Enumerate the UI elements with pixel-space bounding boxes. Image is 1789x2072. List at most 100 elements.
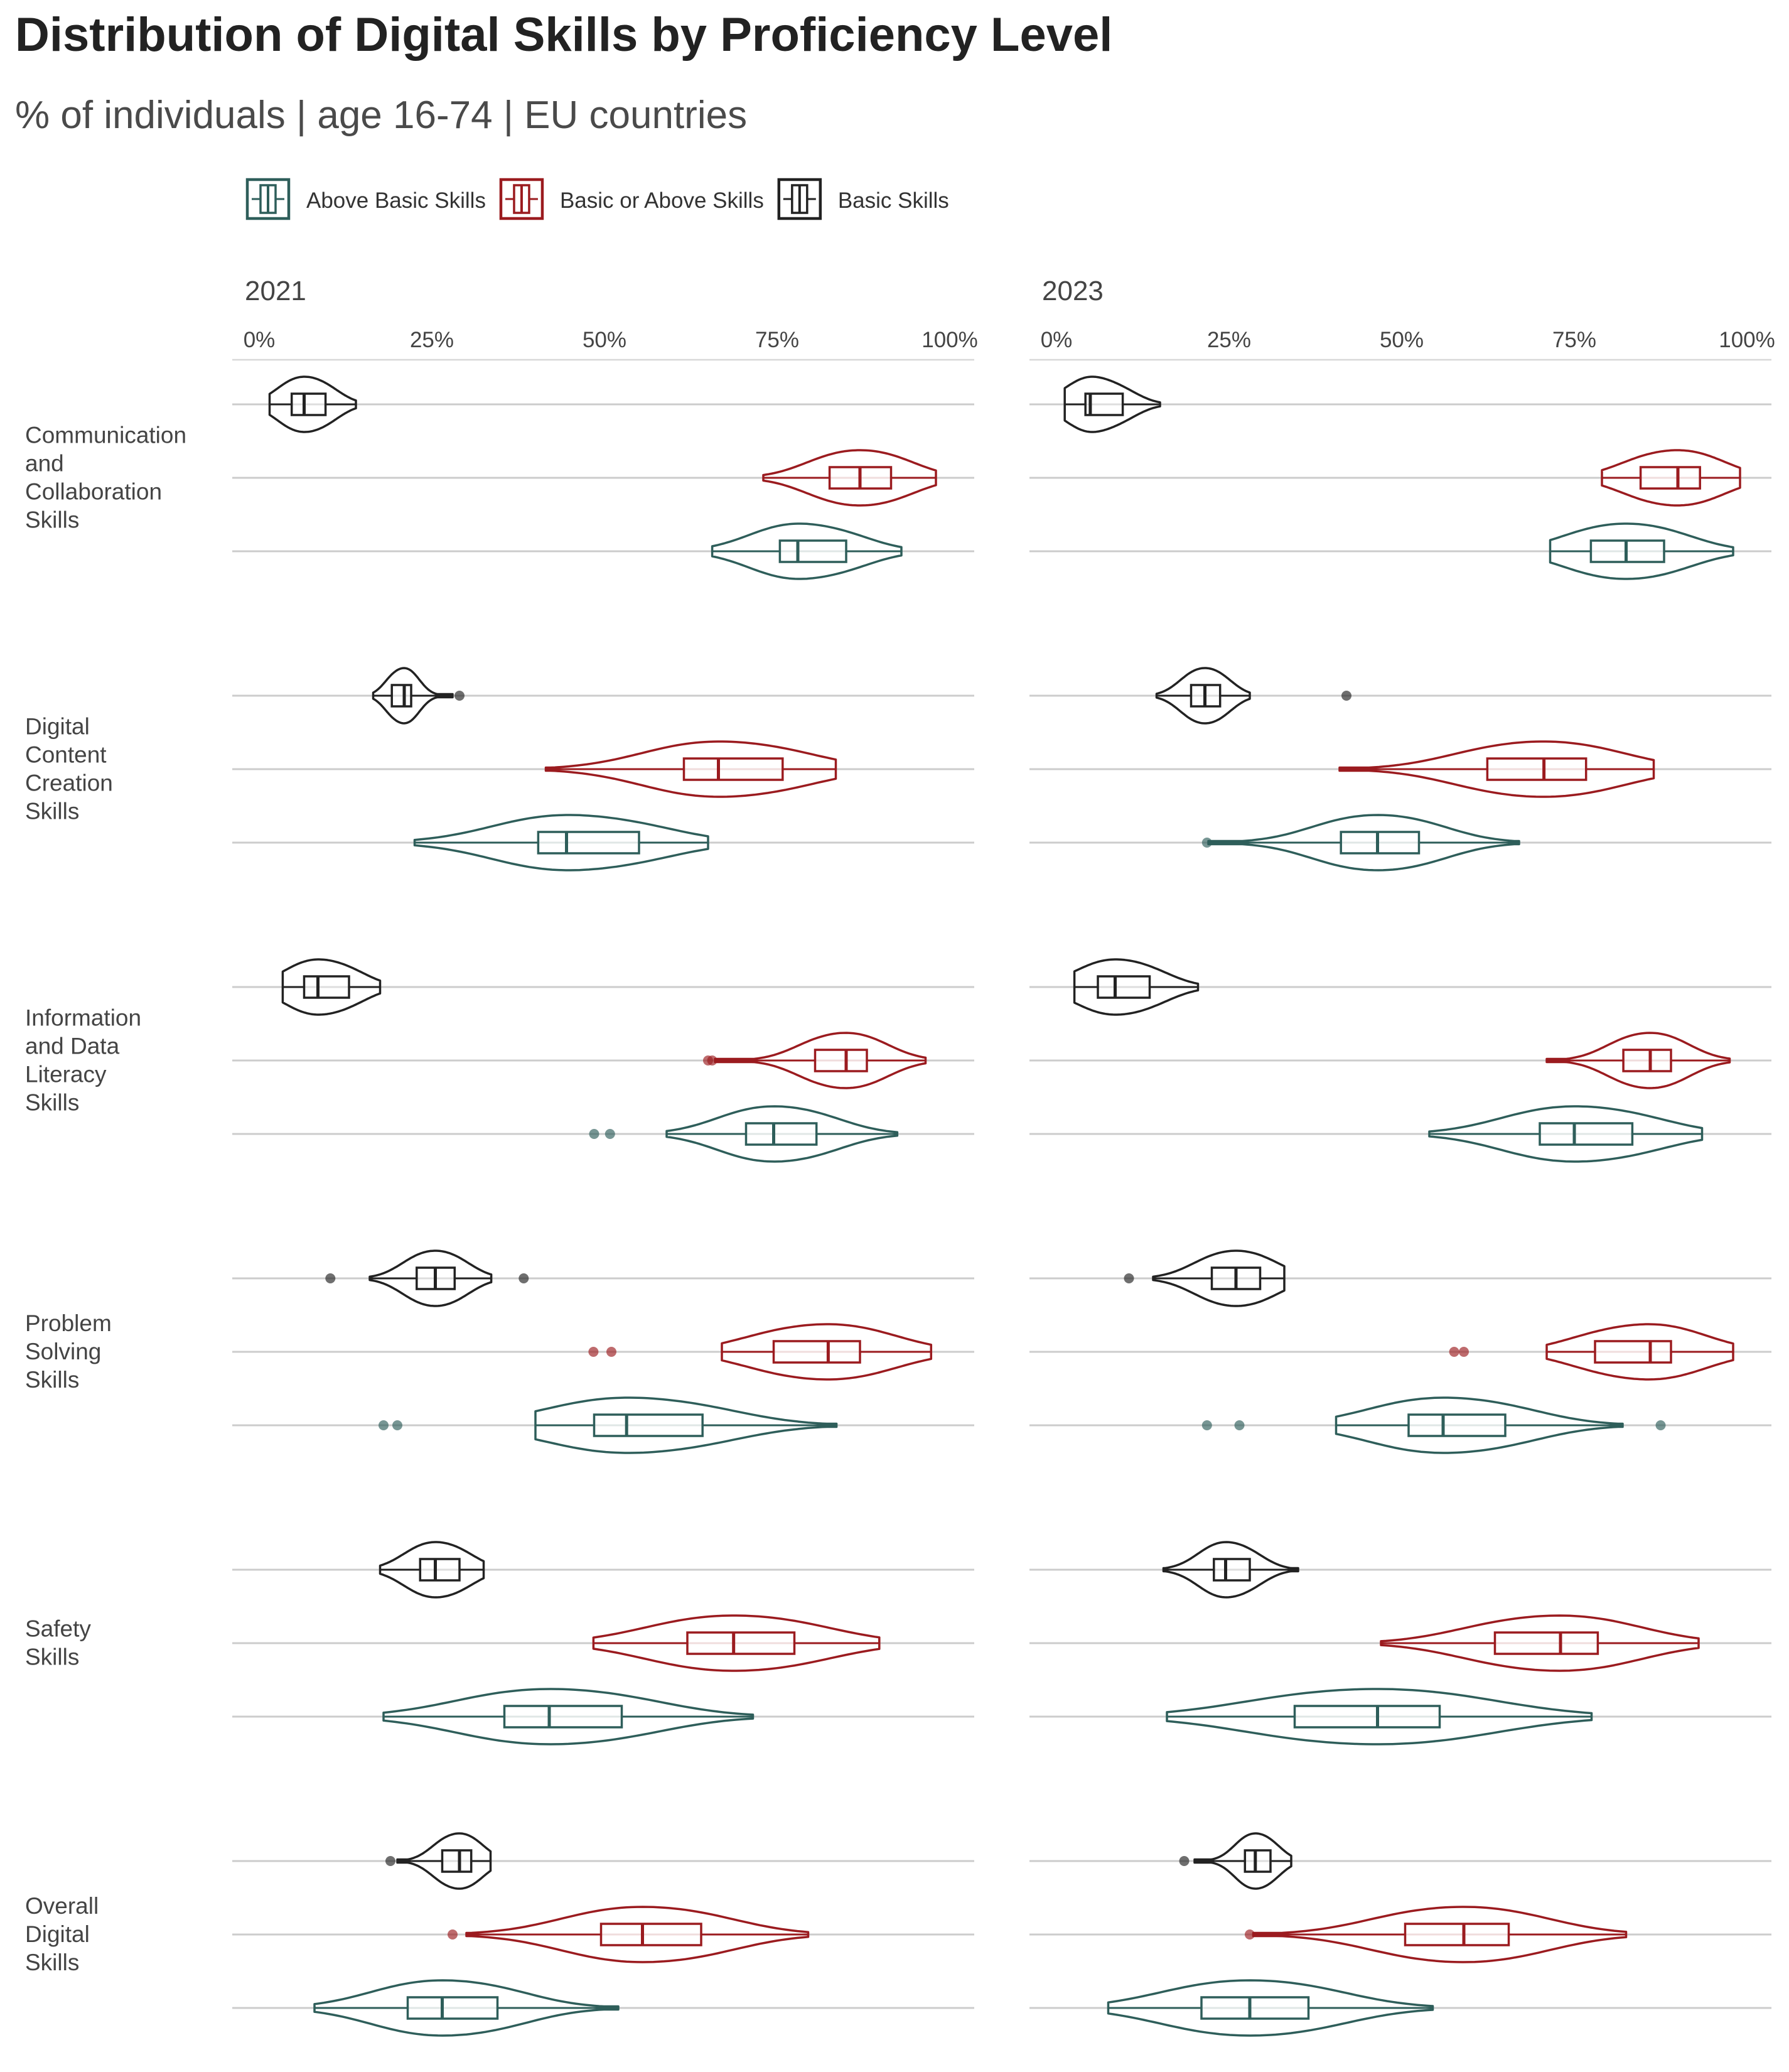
outlier-point — [1234, 1420, 1245, 1430]
outlier-point — [325, 1273, 336, 1283]
iqr-box — [744, 1122, 818, 1146]
violin-mark — [413, 814, 709, 871]
legend-item: Basic Skills — [777, 178, 949, 220]
violin-mark — [1201, 1396, 1666, 1454]
violin-mark — [1107, 1979, 1434, 2037]
x-tick-label: 50% — [1380, 328, 1424, 352]
category-label: Problem — [25, 1310, 112, 1336]
category-label: Communication — [25, 423, 186, 448]
category-label: Skills — [25, 1644, 79, 1670]
violin-mark — [703, 1032, 927, 1089]
outlier-point — [379, 1420, 389, 1430]
iqr-box — [1486, 757, 1588, 781]
outlier-point — [707, 1055, 717, 1066]
legend-label: Above Basic Skills — [306, 188, 486, 213]
outlier-point — [454, 691, 465, 701]
iqr-box — [599, 1923, 702, 1946]
iqr-box — [1293, 1705, 1441, 1729]
outlier-point — [1449, 1347, 1459, 1357]
iqr-box — [1539, 1122, 1634, 1146]
category-label: Digital — [25, 714, 90, 740]
legend-key — [499, 178, 544, 220]
category-label: and — [25, 451, 64, 477]
iqr-box — [419, 1558, 461, 1582]
category-label: Skills — [25, 799, 79, 824]
chart-subtitle: % of individuals | age 16-74 | EU countr… — [15, 94, 748, 137]
legend-key — [245, 178, 291, 220]
facet-label: 2023 — [1042, 276, 1104, 306]
violin-mark — [379, 1396, 838, 1454]
outlier-point — [518, 1273, 529, 1283]
iqr-box — [1594, 1340, 1672, 1364]
category-label: Skills — [25, 1367, 79, 1393]
category-label: Creation — [25, 770, 113, 796]
category-label: Literacy — [25, 1062, 107, 1087]
iqr-box — [814, 1049, 868, 1072]
violin-mark — [1549, 522, 1734, 580]
outlier-point — [385, 1856, 395, 1866]
outlier-point — [1341, 691, 1351, 701]
category-label: Skills — [25, 1090, 79, 1116]
category-label: Overall — [25, 1893, 99, 1919]
x-tick-label: 25% — [410, 328, 454, 352]
iqr-box — [772, 1340, 861, 1364]
violin-mark — [325, 1249, 529, 1307]
category-label: Skills — [25, 1950, 79, 1975]
violin-mark — [1428, 1105, 1704, 1163]
outlier-point — [1124, 1273, 1134, 1283]
category-label: and Data — [25, 1033, 120, 1059]
iqr-box — [1493, 1631, 1599, 1655]
violin-mark — [544, 740, 837, 798]
violin-mark — [592, 1614, 881, 1672]
violin-mark — [1073, 958, 1200, 1016]
x-tick-label: 25% — [1207, 328, 1251, 352]
outlier-point — [1245, 1929, 1255, 1940]
category-label: Solving — [25, 1339, 101, 1364]
x-tick-label: 100% — [921, 328, 978, 352]
violin-mark — [1338, 740, 1655, 798]
category-label: Information — [25, 1005, 141, 1031]
legend-label: Basic Skills — [838, 188, 949, 213]
violin-mark — [588, 1323, 933, 1381]
violin-mark — [372, 667, 465, 725]
iqr-box — [1200, 1996, 1310, 2020]
iqr-box — [778, 539, 847, 563]
category-label: Collaboration — [25, 479, 162, 505]
iqr-box — [1244, 1849, 1272, 1873]
outlier-point — [604, 1129, 615, 1139]
iqr-box — [1407, 1413, 1507, 1437]
violin-mark — [762, 449, 937, 507]
outlier-point — [448, 1929, 458, 1940]
x-tick-label: 100% — [1719, 328, 1775, 352]
iqr-box — [406, 1996, 499, 2020]
violin-mark — [1155, 667, 1351, 725]
iqr-box — [537, 831, 640, 855]
violin-mark — [1162, 1541, 1299, 1599]
category-label: Digital — [25, 1921, 90, 1947]
iqr-box — [1622, 1049, 1672, 1072]
violin-mark — [1201, 814, 1520, 871]
legend-label: Basic or Above Skills — [560, 188, 764, 213]
legend-item: Basic or Above Skills — [499, 178, 764, 220]
violin-mark — [1245, 1906, 1628, 1963]
outlier-point — [392, 1420, 402, 1430]
violin-mark — [1449, 1323, 1734, 1381]
chart-title: Distribution of Digital Skills by Profic… — [15, 8, 1113, 62]
iqr-box — [1639, 466, 1701, 490]
iqr-box — [686, 1631, 796, 1655]
outlier-point — [588, 1347, 599, 1357]
outlier-point — [1459, 1347, 1469, 1357]
violin-mark — [711, 522, 903, 580]
outlier-point — [1201, 838, 1212, 848]
iqr-box — [593, 1413, 704, 1437]
x-tick-label: 75% — [755, 328, 799, 352]
x-tick-label: 0% — [244, 328, 276, 352]
category-label: Content — [25, 742, 107, 768]
violin-mark — [1545, 1032, 1731, 1089]
x-tick-label: 50% — [583, 328, 626, 352]
outlier-point — [1201, 1420, 1212, 1430]
violin-mark — [1601, 449, 1741, 507]
iqr-box — [441, 1849, 473, 1873]
violin-mark — [1166, 1688, 1593, 1746]
